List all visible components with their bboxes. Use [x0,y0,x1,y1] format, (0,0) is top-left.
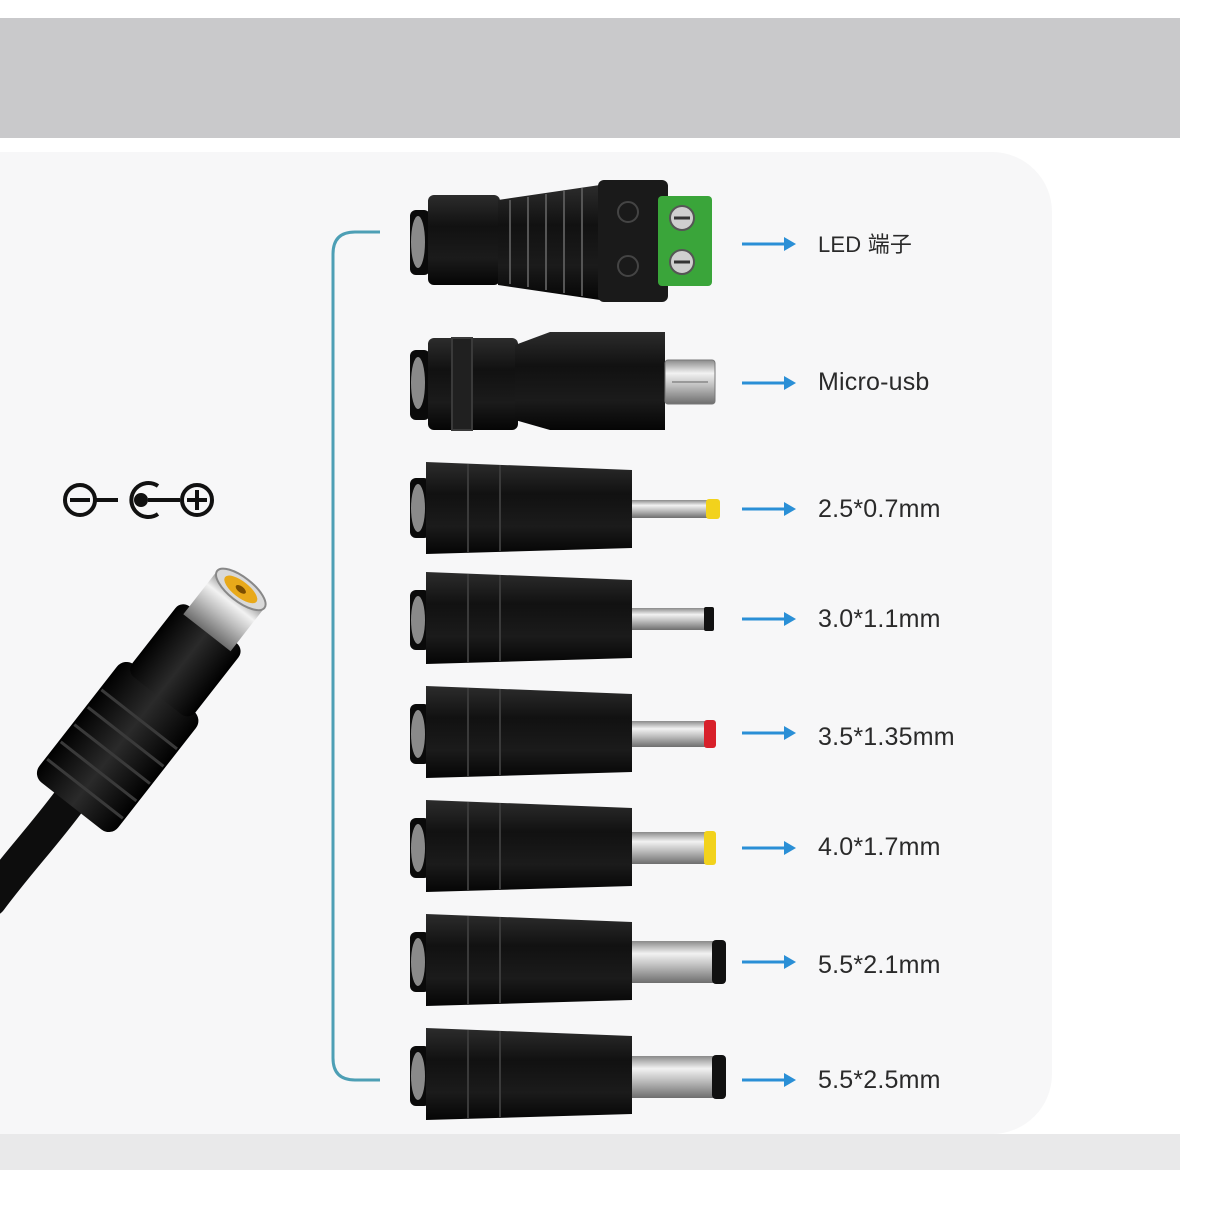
polarity-symbol-icon [63,481,214,519]
arrow-icon [742,1073,796,1087]
connector-label-3-0x1-1: 3.0*1.1mm [818,605,941,633]
arrow-icon [742,237,796,251]
arrow-icon [742,612,796,626]
connector-label-led-terminal: LED 端子 [818,232,913,257]
bottom-gray-band [0,1134,1180,1170]
arrow-icon [742,376,796,390]
bracket-line [331,230,380,1082]
connector-label-2-5x0-7: 2.5*0.7mm [818,495,941,523]
dc-plug-3-0x1-1-icon [410,572,714,664]
connector-label-5-5x2-5: 5.5*2.5mm [818,1066,941,1094]
dc-plug-4-0x1-7-icon [410,800,716,892]
connector-label-5-5x2-1: 5.5*2.1mm [818,951,941,979]
top-gray-band [0,18,1180,138]
connector-label-micro-usb: Micro-usb [818,368,930,396]
connector-label-3-5x1-35: 3.5*1.35mm [818,723,955,751]
dc-plug-2-5x0-7-icon [410,462,720,554]
dc-plug-5-5x2-1-icon [410,914,726,1006]
arrow-icon [742,502,796,516]
connector-label-4-0x1-7: 4.0*1.7mm [818,833,941,861]
led-terminal-icon [410,180,712,302]
dc-cable-plug-icon [0,567,267,914]
dc-plug-5-5x2-5-icon [410,1028,726,1120]
arrow-icon [742,955,796,969]
dc-plug-3-5x1-35-icon [410,686,716,778]
micro-usb-icon [410,332,716,431]
arrow-icon [742,841,796,855]
arrow-icon [742,726,796,740]
